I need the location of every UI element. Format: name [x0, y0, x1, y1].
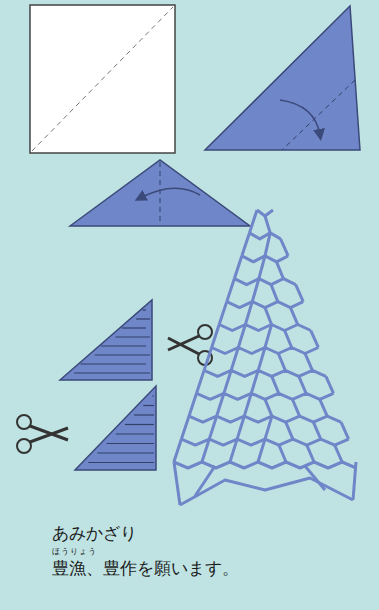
net-row — [219, 325, 311, 331]
stroke — [299, 376, 306, 393]
scissors — [168, 325, 212, 365]
title: あみかざり — [52, 522, 137, 545]
stroke — [244, 393, 251, 416]
net-row — [174, 462, 356, 468]
stroke — [134, 414, 154, 415]
stroke — [279, 445, 286, 462]
stroke — [249, 210, 257, 233]
stroke — [258, 439, 265, 462]
stroke — [174, 439, 182, 462]
furigana: ほうりょう — [52, 546, 97, 557]
stroke — [189, 393, 197, 416]
net-row — [227, 302, 303, 308]
folded-triangle — [70, 160, 250, 226]
stroke — [80, 363, 146, 364]
stroke — [353, 462, 356, 500]
stroke — [258, 347, 265, 370]
stroke — [116, 433, 154, 434]
stroke — [212, 325, 220, 348]
stroke — [242, 233, 250, 256]
stroke — [277, 262, 284, 279]
stroke — [281, 239, 289, 256]
scissors — [17, 415, 68, 453]
stroke — [204, 347, 212, 370]
net-hem — [180, 478, 353, 505]
stroke — [307, 445, 314, 462]
stroke — [265, 416, 272, 439]
stroke — [152, 395, 154, 396]
stroke — [341, 422, 349, 439]
stroke — [101, 345, 146, 346]
stroke — [290, 308, 297, 325]
stroke — [292, 399, 299, 416]
stroke — [251, 370, 258, 393]
stroke — [285, 331, 292, 348]
stroke — [305, 353, 312, 370]
stroke — [234, 256, 242, 279]
stroke — [122, 327, 146, 328]
folded-triangle — [205, 6, 360, 150]
stroke — [296, 285, 304, 302]
stroke — [313, 422, 320, 439]
stroke — [88, 462, 154, 463]
stroke — [286, 422, 293, 439]
stroke — [143, 405, 154, 406]
stroke — [74, 372, 150, 373]
stroke — [335, 445, 342, 462]
stroke — [115, 336, 150, 337]
stroke — [238, 325, 245, 348]
net-row — [234, 279, 295, 285]
stroke — [224, 370, 231, 393]
stroke — [252, 279, 259, 302]
stroke — [174, 462, 180, 505]
stroke — [320, 399, 327, 416]
stroke — [231, 347, 238, 370]
stroke — [237, 416, 244, 439]
stroke — [265, 399, 272, 416]
stroke — [271, 285, 278, 302]
stroke — [265, 308, 272, 325]
stroke — [278, 353, 285, 370]
paper-square — [30, 5, 175, 153]
stroke — [143, 309, 147, 310]
stroke — [197, 370, 205, 393]
stroke — [265, 325, 272, 348]
stroke — [259, 256, 265, 279]
stroke — [217, 393, 224, 416]
stroke — [209, 416, 216, 439]
stroke — [227, 279, 235, 302]
stroke — [265, 216, 270, 233]
net-row — [197, 393, 334, 399]
stroke — [272, 376, 279, 393]
stroke — [311, 331, 319, 348]
caption-note: 豊漁、豊作を願います。 — [52, 557, 239, 580]
stroke — [245, 302, 252, 325]
net-row — [257, 210, 273, 216]
net-row — [189, 416, 341, 422]
stroke — [136, 318, 150, 319]
stroke — [97, 452, 154, 453]
stroke — [107, 443, 154, 444]
stroke — [230, 439, 237, 462]
stroke — [219, 302, 227, 325]
stroke — [265, 233, 270, 256]
stroke — [125, 424, 154, 425]
cut-triangle — [60, 300, 152, 380]
stroke — [95, 354, 150, 355]
net-row — [204, 370, 326, 376]
stroke — [181, 416, 189, 439]
stroke — [326, 376, 334, 393]
lace-net — [174, 210, 356, 505]
cut-triangle — [75, 386, 156, 470]
stroke — [202, 439, 209, 462]
net-row — [249, 233, 280, 239]
